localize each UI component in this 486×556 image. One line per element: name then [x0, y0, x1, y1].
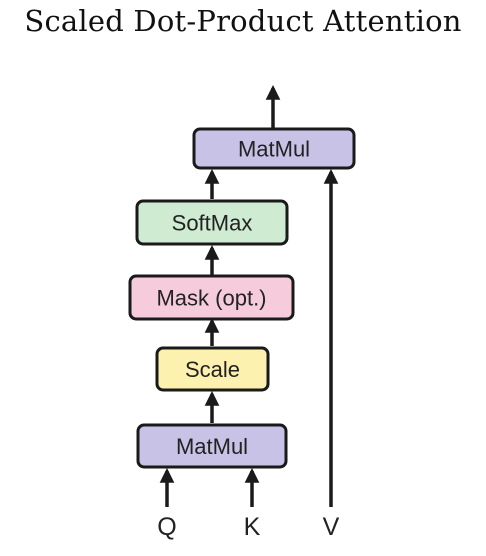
input-v-label: V	[323, 513, 340, 541]
block-matmul-top: MatMul	[192, 127, 356, 170]
input-k-label: K	[244, 513, 261, 541]
mask-label: Mask (opt.)	[156, 286, 266, 311]
scale-label: Scale	[185, 357, 240, 382]
block-mask: Mask (opt.)	[128, 274, 295, 321]
block-scale: Scale	[155, 346, 270, 392]
input-q-label: Q	[157, 513, 176, 541]
arrows	[159, 85, 339, 507]
matmul-top-label: MatMul	[238, 137, 310, 162]
softmax-label: SoftMax	[172, 211, 253, 236]
diagram-title: Scaled Dot-Product Attention	[24, 4, 462, 38]
matmul-bottom-label: MatMul	[176, 434, 248, 459]
block-matmul-bottom: MatMul	[136, 423, 288, 469]
block-softmax: SoftMax	[135, 199, 289, 246]
